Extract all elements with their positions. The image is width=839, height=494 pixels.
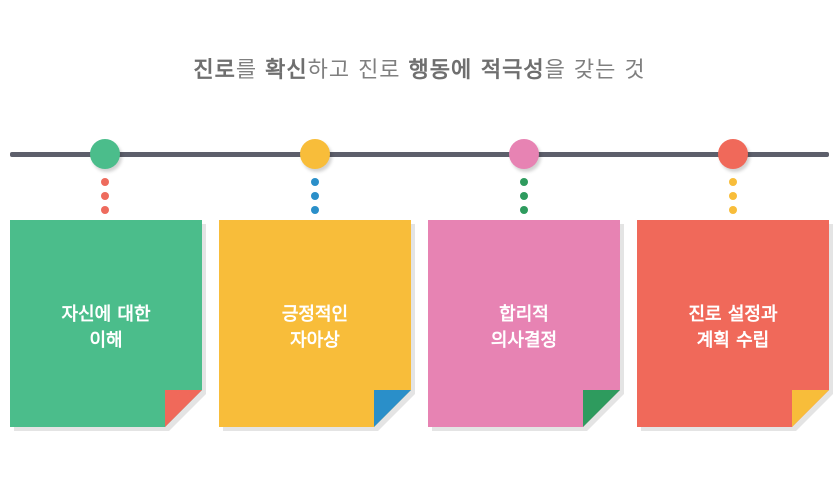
step-label-line1: 긍정적인 [281, 304, 349, 325]
connector-dot [520, 206, 528, 214]
timeline-node-1 [90, 139, 120, 169]
connector-dot [520, 178, 528, 186]
step-card-text: 긍정적인 자아상 [219, 302, 411, 354]
step-card-text: 합리적 의사결정 [428, 302, 620, 354]
page-fold [583, 390, 620, 427]
connector-dot [729, 192, 737, 200]
connector-dot [311, 192, 319, 200]
step-label-line2: 계획 수립 [696, 330, 770, 351]
step-label-line2: 이해 [89, 330, 123, 351]
connector-dot [101, 178, 109, 186]
page-fold [374, 390, 411, 427]
step-label-line1: 합리적 [499, 304, 549, 325]
diagram-title: 진로를 확신하고 진로 행동에 적극성을 갖는 것 [0, 52, 839, 84]
title-part: 를 [235, 58, 266, 83]
connector-dot [520, 192, 528, 200]
page-fold [792, 390, 829, 427]
timeline-node-2 [300, 139, 330, 169]
step-label-line2: 의사결정 [490, 330, 558, 351]
timeline-node-4 [718, 139, 748, 169]
title-part: 하고 진로 [307, 58, 409, 83]
title-part: 행동에 적극성 [408, 58, 545, 83]
step-card-text: 자신에 대한 이해 [10, 302, 202, 354]
step-label-line2: 자아상 [290, 330, 340, 351]
connector-dot [311, 206, 319, 214]
timeline-line [10, 152, 829, 157]
title-part: 을 갖는 것 [544, 58, 646, 83]
step-card-text: 진로 설정과 계획 수립 [637, 302, 829, 354]
title-part: 진로 [193, 58, 236, 83]
connector-dot [101, 206, 109, 214]
step-label-line1: 자신에 대한 [61, 304, 151, 325]
title-part: 확신 [265, 58, 308, 83]
connector-dot [311, 178, 319, 186]
connector-dot [729, 206, 737, 214]
connector-dot [729, 178, 737, 186]
timeline-node-3 [509, 139, 539, 169]
connector-dot [101, 192, 109, 200]
step-label-line1: 진로 설정과 [688, 304, 778, 325]
